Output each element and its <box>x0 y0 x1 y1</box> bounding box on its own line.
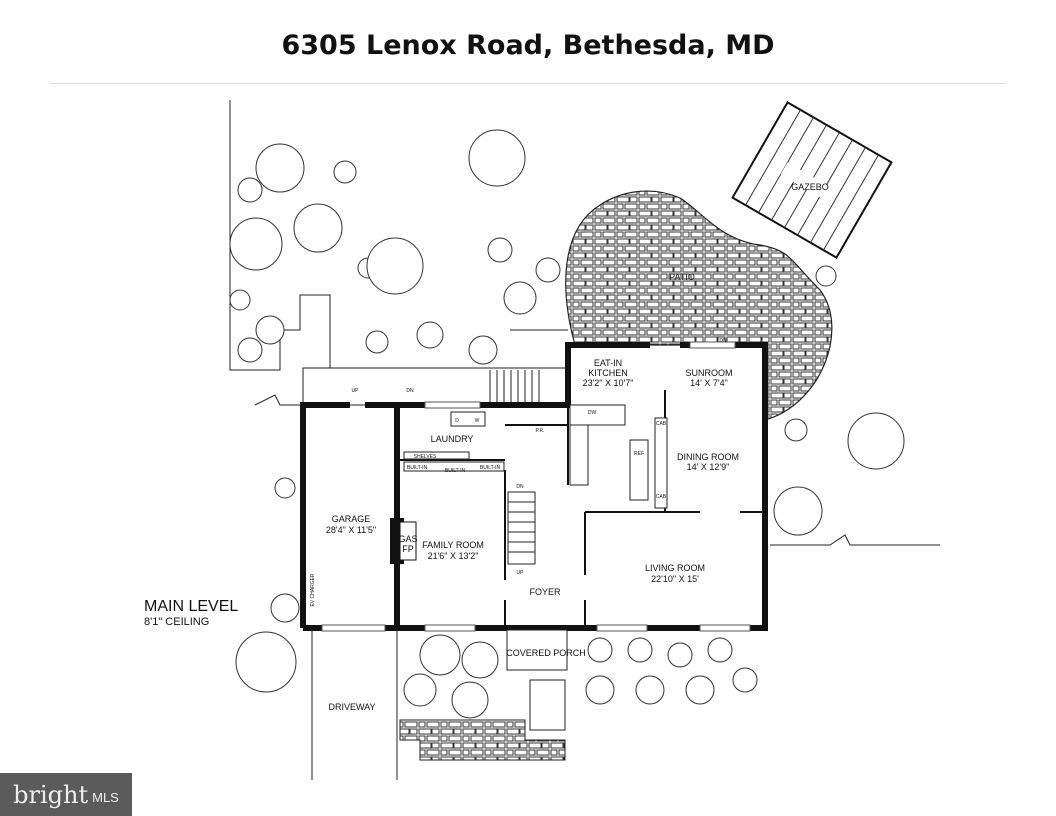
ev-charger-label: EV CHARGER <box>310 573 316 606</box>
shelves-label: SHELVES <box>414 454 437 460</box>
garage-dims: 28'4" X 11'5" <box>326 525 376 535</box>
level-name: MAIN LEVEL <box>144 598 239 615</box>
kitchen-dims: 23'2" X 10'7" <box>583 378 634 388</box>
up-label: UP <box>352 388 360 394</box>
driveway-label: DRIVEWAY <box>328 702 375 712</box>
builtin-label: BUILT-IN <box>407 465 428 471</box>
logo-brand: bright <box>13 780 89 809</box>
gas-label: GAS <box>398 534 417 544</box>
level-caption: MAIN LEVEL 8'1" CEILING <box>144 598 238 628</box>
kitchen-label: EAT-IN <box>594 358 622 368</box>
dishwasher-label: DW <box>588 410 597 416</box>
divider <box>50 83 1005 84</box>
family-dims: 21'6" X 13'2" <box>428 551 479 561</box>
interior-walls <box>397 390 765 628</box>
page-title: 6305 Lenox Road, Bethesda, MD <box>281 30 775 61</box>
patio-label: PATIO <box>669 272 695 282</box>
cabinet-label: CAB <box>656 421 667 427</box>
living-label: LIVING ROOM <box>645 563 705 573</box>
up-label: UP <box>517 570 525 576</box>
logo-suffix: MLS <box>92 790 119 805</box>
garage-label: GARAGE <box>332 514 371 524</box>
main-stairs <box>507 491 536 565</box>
porch-label: COVERED PORCH <box>506 648 586 658</box>
family-label: FAMILY ROOM <box>422 540 484 550</box>
back-stairs <box>489 370 540 403</box>
foyer-label: FOYER <box>529 587 561 597</box>
powder-room-label: P.R. <box>535 428 544 434</box>
fireplace-label: FP <box>402 544 414 554</box>
dryer-label: D <box>455 418 459 424</box>
dn-label: DN <box>406 388 414 394</box>
kitchen-label: KITCHEN <box>588 368 628 378</box>
washer-label: W <box>475 418 480 424</box>
bright-mls-logo: bright MLS <box>0 773 132 816</box>
trees <box>229 129 905 719</box>
sunroom-dims: 14' X 7'4" <box>690 378 728 388</box>
dining-label: DINING ROOM <box>677 452 739 462</box>
gazebo-label: GAZEBO <box>791 182 829 192</box>
dn-label: DN <box>516 484 524 490</box>
living-dims: 22'10" X 15' <box>651 574 699 584</box>
builtin-label: BUILT-IN <box>480 465 501 471</box>
windows <box>321 341 751 632</box>
dining-dims: 14' X 12'9" <box>687 462 730 472</box>
laundry-label: LAUNDRY <box>431 434 474 444</box>
sunroom-label: SUNROOM <box>686 368 733 378</box>
ceiling-height: 8'1" CEILING <box>144 616 210 628</box>
dn-label: DN <box>719 338 727 344</box>
builtin-label: BUILT-IN <box>445 468 466 474</box>
yard-lines <box>229 100 940 780</box>
cabinet-label: CAB <box>656 494 667 500</box>
gazebo <box>731 101 893 259</box>
fridge-label: REF <box>634 451 644 457</box>
